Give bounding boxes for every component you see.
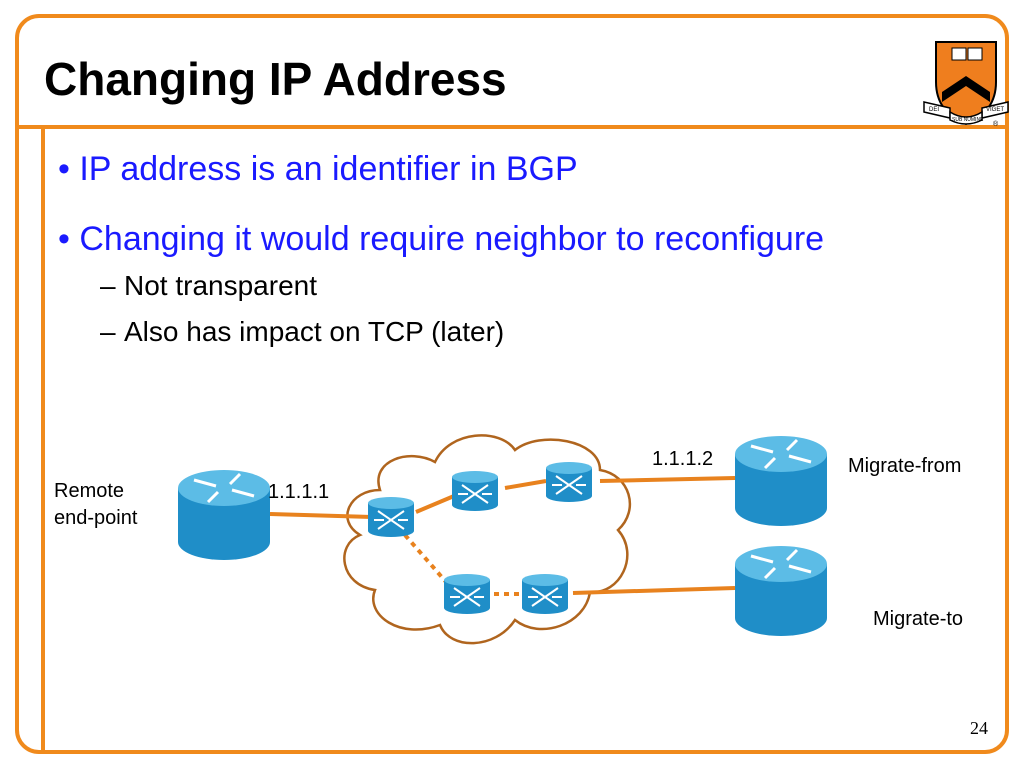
switch-icon <box>368 497 414 537</box>
link-switch1-switch4-dotted <box>403 533 449 585</box>
link-remote-switch1 <box>269 512 373 519</box>
switch-icon <box>444 574 490 614</box>
remote-label-line1: Remote <box>54 480 125 502</box>
link-switch3-migratefrom <box>599 476 736 483</box>
link-switch5-migrateto <box>572 586 736 595</box>
bullet-1-text: IP address is an identifier in BGP <box>79 150 578 188</box>
link-switch1-switch2 <box>415 494 455 514</box>
switch-icon <box>452 471 498 511</box>
page-number: 24 <box>970 718 988 738</box>
bullet-2-text: Changing it would require neighbor to re… <box>79 220 825 258</box>
remote-label-line2: end-point <box>54 507 138 529</box>
logo-motto-mid: SUB NUMINE <box>952 117 984 123</box>
princeton-shield-icon: DEI SUB NUMINE VIGET ® <box>923 41 1009 128</box>
logo-motto-left: DEI <box>929 107 939 113</box>
sub-bullet-1-text: Not transparent <box>124 270 317 301</box>
page-title: Changing IP Address <box>44 53 507 105</box>
sub-bullet-2-text: Also has impact on TCP (later) <box>124 316 505 347</box>
slide-border <box>15 14 1009 754</box>
router-icon <box>735 546 827 636</box>
sub-bullet-1: –Not transparent <box>100 270 317 301</box>
logo-motto-right: VIGET <box>986 107 1004 113</box>
migrate-from-label: Migrate-from <box>848 455 962 477</box>
bullet-1: • IP address is an identifier in BGP <box>58 150 578 188</box>
sub-bullet-2: –Also has impact on TCP (later) <box>100 316 505 347</box>
logo-registered-mark: ® <box>993 120 999 128</box>
router-icon <box>735 436 827 526</box>
migrate-from-ip-label: 1.1.1.2 <box>652 448 714 470</box>
switch-icon <box>522 574 568 614</box>
migrate-to-label: Migrate-to <box>873 608 964 630</box>
bullet-2: • Changing it would require neighbor to … <box>58 220 825 258</box>
remote-ip-label: 1.1.1.1 <box>268 481 330 503</box>
link-switch2-switch3 <box>504 479 547 490</box>
switch-icon <box>546 462 592 502</box>
links <box>269 476 736 596</box>
router-icon <box>178 470 270 560</box>
